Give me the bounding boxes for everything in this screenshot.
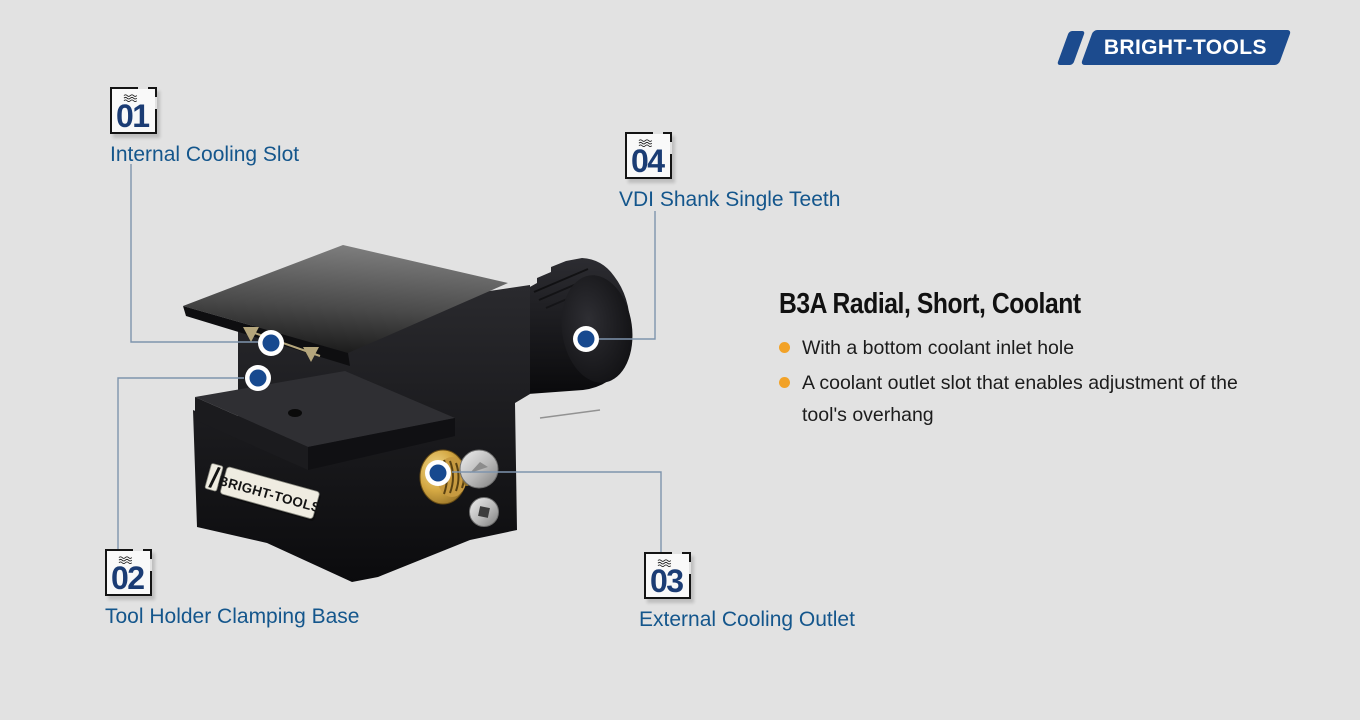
callout-04-box: 04 [625,132,672,179]
callout-04-number: 04 [631,143,665,179]
marker-dot-internal-slot [258,330,284,356]
logo-text: BRIGHT-TOOLS [1104,35,1268,59]
callout-clamping-base: 02 Tool Holder Clamping Base [105,549,359,628]
leader-line-03 [452,471,662,552]
leader-lines [117,164,662,552]
leader-line-02 [117,377,244,549]
marker-dot-shank [573,326,599,352]
callout-vdi-shank: 04 VDI Shank Single Teeth [619,132,840,211]
brand-plate: BRIGHT-TOOLS [204,463,322,521]
leader-line-01 [130,164,258,343]
callout-external-cooling-outlet: 03 External Cooling Outlet [639,552,855,631]
callout-01-number: 01 [116,98,150,134]
marker-dots [245,326,599,486]
callout-03-label: External Cooling Outlet [639,608,855,631]
callout-internal-cooling-slot: 01 Internal Cooling Slot [110,87,299,166]
feature-item: With a bottom coolant inlet hole [779,332,1279,364]
marker-dot-clamping-base [245,365,271,391]
brand-logo: BRIGHT-TOOLS [1056,30,1292,65]
callout-02-box: 02 [105,549,152,596]
callout-03-box: 03 [644,552,691,599]
callout-03-number: 03 [650,563,684,599]
product-info: B3A Radial, Short, Coolant With a bottom… [779,288,1309,434]
wave-icon [123,94,138,102]
callout-02-number: 02 [111,560,145,596]
feature-list: With a bottom coolant inlet hole A coola… [779,332,1309,431]
leader-line-04 [599,211,656,340]
wave-icon [118,556,133,564]
screw-top [459,449,499,489]
screw-bottom [469,497,499,527]
wave-icon [638,139,653,147]
feature-item: A coolant outlet slot that enables adjus… [779,367,1279,431]
logo-wordmark: BRIGHT-TOOLS [1080,30,1292,65]
product-title: B3A Radial, Short, Coolant [779,288,1081,320]
wave-icon [657,559,672,567]
callout-01-box: 01 [110,87,157,134]
marker-dot-coolant-outlet [425,460,451,486]
callout-04-label: VDI Shank Single Teeth [619,188,841,211]
callout-02-label: Tool Holder Clamping Base [105,605,360,628]
vdi-shank [527,258,633,394]
callout-01-label: Internal Cooling Slot [110,143,300,166]
